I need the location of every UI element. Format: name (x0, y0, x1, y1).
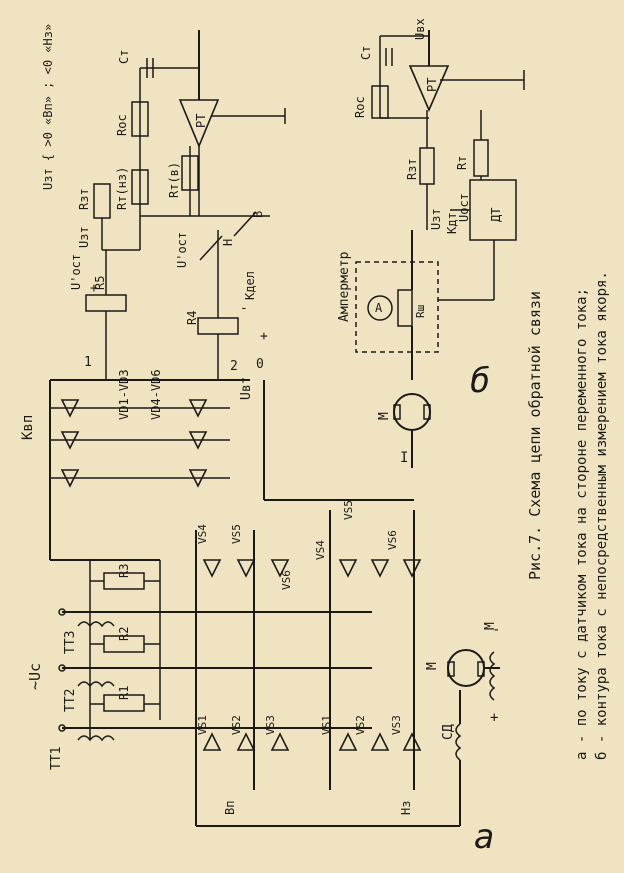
rt-label: РТ (194, 114, 208, 128)
circuit-b: А Rш Амперметр М I ДТ Uзт Rзт Rт Кдт Uос… (337, 18, 525, 468)
panel-label-a: а (474, 817, 494, 857)
choke-label: СД (441, 724, 456, 740)
bridge-1-label: VD1-VD3 (117, 369, 131, 420)
plus-r4: + (260, 329, 268, 344)
r-t-b: Rт (455, 156, 469, 170)
vs1-b: VS1 (320, 715, 333, 735)
motor-b-label: М (377, 412, 392, 420)
vs5-b: VS5 (342, 500, 355, 520)
u-vx-label: Uвх (413, 18, 427, 40)
current-transformers: TT1 TT2 TT3 R1 R2 R3 (49, 560, 161, 770)
figure-title: Рис.7. Схема цепи обратной связи (526, 291, 544, 580)
c-t-label: Ст (117, 50, 131, 64)
shunt-label: Rш (414, 305, 427, 318)
r-oc-b: Rос (353, 96, 367, 118)
supply-label: ~Uc (26, 663, 44, 690)
thyristor-converter: VS4 VS5 VS6 VS4 VS5 VS6 VS1 VS2 VS3 VS1 … (195, 380, 422, 815)
current-i-label: I (400, 450, 408, 466)
tt2-label: TT2 (63, 689, 78, 712)
switch-v: В (251, 211, 265, 218)
point-0: 0 (256, 357, 264, 372)
vs5-a: VS5 (230, 524, 243, 544)
u-zt-condition: Uзт { >0 «Вп» ; <0 «Нз» (41, 24, 55, 190)
supply-lines: ~Uc (26, 608, 372, 732)
vs4-b: VS4 (314, 540, 327, 560)
vs1-a: VS1 (196, 715, 209, 735)
u-bt-label: Uвт (239, 377, 254, 400)
regulator-rt: РТ Ст Rос Rт(нз) Rт(в) Rзт Uзт Uзт { >0 … (41, 24, 286, 251)
r4-label: R4 (185, 311, 199, 325)
bridge-2-label: VD4-VD6 (149, 369, 163, 420)
u-oct-1: U'ост (69, 254, 83, 290)
r5-label: R5 (93, 276, 107, 290)
r-t-v-label: Rт(в) (167, 162, 181, 198)
c-t-b: Ст (359, 46, 373, 60)
plus-motor: + (490, 710, 498, 726)
r-zt-label: Rзт (77, 188, 91, 210)
ammeter-label: Амперметр (337, 251, 352, 322)
vs4-a: VS4 (196, 524, 209, 544)
group-vp: Вп (223, 801, 237, 815)
group-nz: Нз (399, 801, 413, 815)
diode-bridges: VD1-VD3 VD4-VD6 Квп 1 2 0 Uвт (20, 355, 264, 561)
r-oc-label: Rос (115, 114, 129, 136)
motor-circuit: СД М М + - (195, 622, 500, 827)
caption-b: б - контура тока с непосредственным изме… (594, 271, 610, 760)
vs3-b: VS3 (390, 715, 403, 735)
caption-a: а - по току с датчиком тока на стороне п… (574, 288, 590, 760)
dt-label: ДТ (489, 208, 503, 222)
potentiometers: R5 R4 + + - U'ост U'ост Кдел Н В (69, 211, 268, 380)
motor-field-label: М (483, 622, 498, 630)
u-zt-label: Uзт (77, 226, 91, 248)
vs6-b: VS6 (386, 530, 399, 550)
point-2: 2 (230, 359, 238, 374)
r-t-nz-label: Rт(нз) (115, 167, 129, 210)
switch-n: Н (221, 239, 235, 246)
panel-label-b: б (470, 361, 490, 401)
k-vp-label: Квп (20, 415, 36, 440)
minus-motor: - (492, 622, 500, 638)
k-del-label: Кдел (243, 271, 257, 300)
plus-r5: + (90, 281, 98, 296)
k-dt-b: Кдт (445, 212, 459, 234)
vs6-a: VS6 (280, 570, 293, 590)
r-zt-b: Rзт (405, 158, 419, 180)
vs3-a: VS3 (264, 715, 277, 735)
ammeter-symbol: А (375, 301, 383, 315)
circuit-a: ~Uc TT1 TT2 TT3 R1 R2 R3 (20, 24, 500, 827)
minus-r4: - (240, 301, 248, 316)
u-oct-b: Uост (457, 193, 471, 222)
r1-label: R1 (117, 686, 131, 700)
caption-block: Рис.7. Схема цепи обратной связи а - по … (526, 271, 610, 760)
tt3-label: TT3 (63, 631, 78, 654)
vs2-a: VS2 (230, 715, 243, 735)
r3-label: R3 (117, 564, 131, 578)
vs2-b: VS2 (354, 715, 367, 735)
tt1-label: TT1 (49, 747, 64, 770)
motor-label: М (425, 662, 440, 670)
point-1: 1 (84, 355, 92, 370)
u-oct-2: U'ост (175, 232, 189, 268)
rt-b-label: РТ (425, 78, 439, 92)
u-zt-b: Uзт (429, 208, 443, 230)
r2-label: R2 (117, 627, 131, 641)
